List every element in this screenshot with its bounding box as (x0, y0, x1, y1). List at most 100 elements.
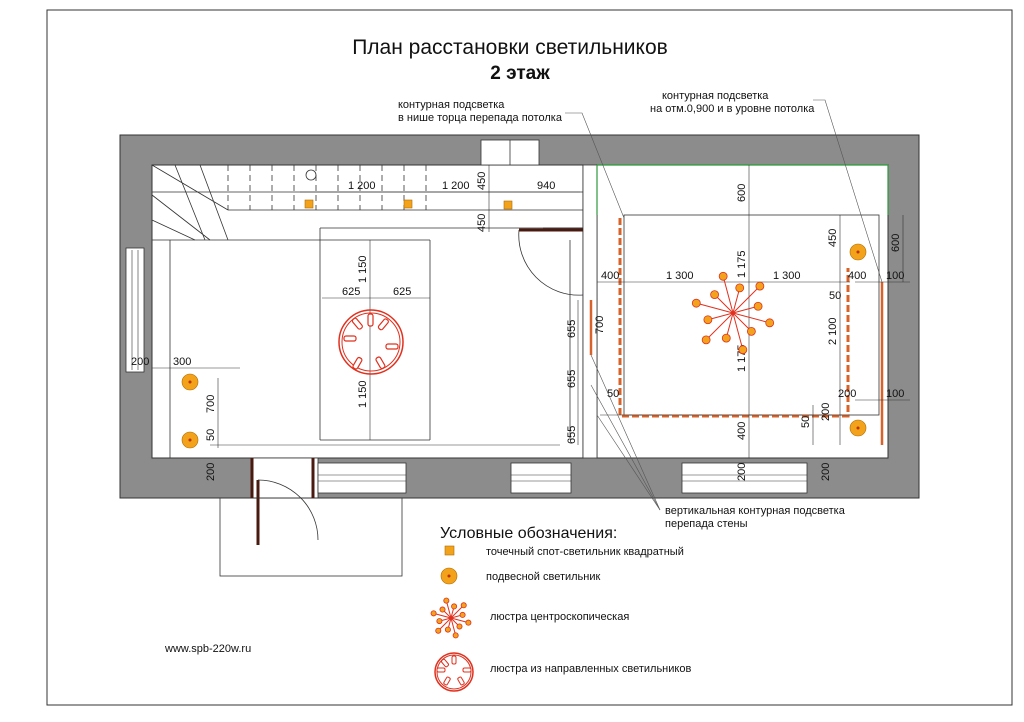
pendant-light-icon (440, 567, 458, 585)
plan-title: План расстановки светильников (352, 36, 668, 59)
callouts: контурная подсветка в нише торца перепад… (398, 90, 846, 530)
chandelier-arm (437, 617, 452, 632)
website-url: www.spb-220w.ru (164, 643, 251, 655)
legend-label-spot: точечный спот-светильник квадратный (486, 546, 684, 558)
dim-left-700: 700 (205, 395, 217, 413)
window-bottom-right (681, 462, 808, 494)
dimension-labels: 1 200 1 200 450 940 450 1 150 625 625 1 … (131, 172, 904, 481)
chandelier-bulb (460, 602, 467, 609)
pendant-light-3 (849, 243, 867, 261)
dim-right-400-bot: 400 (736, 422, 748, 440)
window-bottom-middle (510, 462, 572, 494)
dim-mid-655-c: 655 (566, 426, 578, 444)
chandelier-bulb (735, 283, 745, 293)
chandelier-bulb (459, 611, 466, 618)
dim-left-1150-bot: 1 150 (357, 380, 369, 408)
dim-right-200-bot: 200 (820, 403, 832, 421)
chandelier-arm (732, 312, 770, 324)
dim-mid-655-a: 655 (566, 320, 578, 338)
dim-right-600-edge: 600 (890, 234, 902, 252)
square-spot-1 (304, 199, 314, 209)
dim-right-100-a: 100 (886, 270, 904, 282)
dim-right-200-mid: 200 (838, 388, 856, 400)
leader-level (813, 99, 883, 283)
dim-right-1300-a: 1 300 (666, 270, 694, 282)
dim-left-300: 300 (173, 356, 191, 368)
stair-winder (151, 164, 229, 241)
chandelier-bulb (451, 603, 458, 610)
chandelier-bulb (443, 597, 450, 604)
pendant-light-2 (181, 431, 199, 449)
chandelier-bulb (465, 619, 472, 626)
chandelier-bulb (435, 627, 442, 634)
chandelier-bulb (755, 281, 765, 291)
callout-vertical-line1: вертикальная контурная подсветка (665, 505, 846, 517)
staircase (227, 165, 427, 210)
chandelier-bulb (456, 623, 463, 630)
legend-label-pendant: подвесной светильник (486, 571, 601, 583)
chandelier-bulb (765, 318, 775, 328)
chandelier-bulb (436, 618, 443, 625)
window-left (125, 247, 145, 373)
dim-left-200-bottom: 200 (205, 463, 217, 481)
chandelier-arm (722, 276, 734, 314)
dim-mid-655-b: 655 (566, 370, 578, 388)
chandelier-bulb (746, 326, 756, 336)
chandelier-bulb (430, 610, 437, 617)
dim-stair-450: 450 (476, 214, 488, 232)
centroscopic-chandelier (691, 271, 775, 355)
legend-heading: Условные обозначения: (440, 525, 617, 542)
chandelier-bulb (710, 290, 720, 300)
leader-lines (565, 99, 883, 511)
dim-right-400-left: 400 (601, 270, 619, 282)
chandelier-bulb (753, 301, 763, 311)
right-room (589, 164, 889, 445)
chandelier-bulb (738, 345, 748, 355)
dim-right-450: 450 (827, 229, 839, 247)
interior-door-swing (518, 229, 584, 296)
directional-chandelier-icon (434, 652, 474, 692)
dim-right-2100: 2 100 (827, 317, 839, 345)
legend-label-centroscopic: люстра центроскопическая (490, 611, 629, 623)
sheet-frame (46, 9, 1013, 706)
pendant-light-4 (849, 419, 867, 437)
dim-right-400-right: 400 (848, 270, 866, 282)
callout-vertical-line2: перепада стены (665, 518, 748, 530)
dim-right-100-b: 100 (886, 388, 904, 400)
dim-mid-700: 700 (594, 316, 606, 334)
chandelier-bulb (444, 626, 451, 633)
floor-subtitle: 2 этаж (490, 63, 550, 84)
entry-door-opening (252, 457, 319, 499)
dim-left-625-b: 625 (393, 286, 411, 298)
legend: Условные обозначения: точечный спот-свет… (430, 525, 691, 692)
chandelier-arm (732, 312, 744, 350)
chandelier-bulb (691, 298, 701, 308)
square-spot-icon (444, 545, 455, 556)
chandelier-bulb (718, 271, 728, 281)
ceiling-step-outline (623, 214, 880, 416)
dim-left-625-a: 625 (342, 286, 360, 298)
left-room (151, 164, 583, 458)
legend-label-directional: люстра из направленных светильников (490, 663, 691, 675)
chandelier-arm (732, 285, 761, 314)
callout-level-line1: контурная подсветка (662, 90, 769, 102)
square-spot-3 (503, 200, 513, 210)
leader-niche (565, 112, 625, 219)
dimension-lines (152, 165, 910, 458)
chandelier-bulb (439, 606, 446, 613)
centroscopic-chandelier-icon (430, 597, 472, 639)
pendant-light-1 (181, 373, 199, 391)
dim-right-200-edge: 200 (820, 463, 832, 481)
dim-top-1200-b: 1 200 (442, 180, 470, 192)
chandelier-bulb (721, 333, 731, 343)
chandelier-arm (705, 312, 734, 341)
dim-right-1300-b: 1 300 (773, 270, 801, 282)
exterior-wall (119, 134, 920, 499)
dim-top-1200-a: 1 200 (348, 180, 376, 192)
dim-left-50: 50 (205, 429, 217, 441)
dim-left-200: 200 (131, 356, 149, 368)
dim-top-450: 450 (476, 172, 488, 190)
porch (219, 497, 403, 577)
